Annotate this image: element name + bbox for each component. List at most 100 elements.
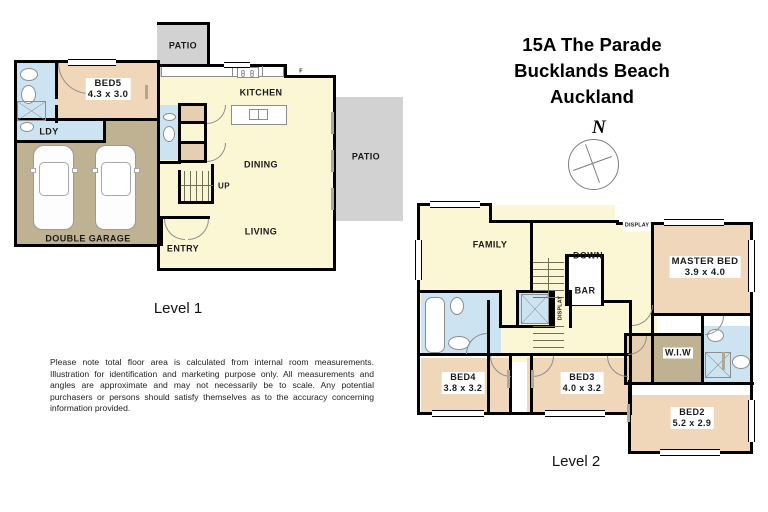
level1-patio-east-fill: [336, 97, 403, 221]
level1-slider-tick-1: [331, 112, 334, 134]
level1-wall-cab-bot: [178, 160, 207, 163]
level2-wall-wiw-east: [651, 333, 654, 385]
level2-wall-shower-east: [549, 290, 552, 327]
level2-wall-landing-west: [487, 300, 490, 415]
level1-bed5-window-tick-2: [145, 85, 148, 99]
level1-island-sink-divider: [258, 109, 259, 120]
level2-stairs-down-label: DOWN: [572, 250, 604, 261]
level2-bar-wall-east: [601, 254, 604, 306]
level1-stair-wall-west: [178, 170, 181, 204]
level2-room-label-bar: BAR: [572, 285, 598, 297]
level1-wall-garage-south: [14, 244, 160, 247]
level2-room-label-master: MASTER BED 3.9 x 4.0: [669, 256, 741, 278]
level1-wall-kitchen-north: [157, 64, 287, 67]
level1-stair-tread-3: [196, 171, 197, 201]
level2-stair-wall-west: [530, 222, 533, 292]
level1-bed5-name: BED5: [94, 78, 122, 89]
level1-room-label-kitchen: KITCHEN: [239, 87, 283, 98]
level2-wall-east: [750, 222, 753, 454]
level2-wall-ensuite-west: [701, 313, 704, 385]
level1-stair-direction-arrow: [181, 185, 213, 186]
level1-wall-cab-mid1: [178, 121, 207, 124]
car-icon-right: [92, 145, 140, 230]
level2-window-master-east: [748, 240, 755, 292]
level1-stair-wall-east: [211, 164, 214, 204]
level2-stair-direction-arrow: [548, 258, 549, 318]
level1-room-label-patio-east: PATIO: [351, 151, 381, 162]
level2-stair-tread-10: [533, 347, 564, 348]
level2-window-north: [430, 201, 480, 208]
compass-north-label: N: [592, 117, 606, 138]
level1-wall-bath-stub: [55, 96, 58, 99]
level2-ensuite-tick: [722, 352, 725, 370]
level2-bed4-dims: 3.8 x 3.2: [443, 383, 483, 393]
level2-bed2-wardrobe-tick: [627, 404, 630, 422]
level1-room-label-patio-north: PATIO: [168, 40, 198, 51]
level1-wall-living-west: [157, 245, 160, 271]
level2-wall-bath-east: [499, 290, 502, 328]
property-address-line2: Bucklands Beach: [514, 60, 670, 81]
level1-wall-cab-top: [178, 103, 207, 106]
level1-basin-icon: [20, 68, 38, 81]
car-icon-left: [30, 145, 78, 230]
level1-stairs-up-label: UP: [218, 181, 230, 191]
level2-wall-north-step: [489, 203, 492, 222]
level1-wall-ldy-south: [14, 140, 106, 143]
level1-shower-icon: [17, 101, 46, 121]
level1-stair-tread-5: [208, 171, 209, 201]
level2-wall-wiw-north: [624, 333, 704, 336]
level2-master-name: MASTER BED: [671, 256, 739, 267]
level2-bed3-dims: 4.0 x 3.2: [562, 383, 602, 393]
level2-title: Level 2: [551, 453, 601, 470]
level2-bed3-name: BED3: [569, 372, 595, 382]
level2-wall-west: [417, 203, 420, 415]
level1-wall-entry-north: [160, 216, 210, 219]
level1-window-north-2: [224, 62, 250, 68]
level2-wall-display-west: [552, 290, 555, 328]
level2-stair-tread-9: [533, 340, 564, 341]
level1-stair-wall-south: [178, 201, 214, 204]
level1-slider-tick-3: [331, 188, 334, 210]
level2-bar-wall-north: [565, 254, 604, 257]
level2-wall-shower-north: [516, 290, 552, 293]
level2-window-bed2-east: [748, 400, 755, 442]
level1-laundry-fill-top: [16, 120, 104, 142]
level1-wall-cab-mid2: [178, 141, 207, 144]
level2-bed2-dims: 5.2 x 2.9: [672, 418, 712, 428]
level2-shower-icon: [521, 294, 549, 324]
level2-bed4-name: BED4: [450, 372, 476, 382]
level2-wall-shower-south: [499, 325, 552, 328]
level1-wall-entry-west: [160, 216, 163, 246]
level2-bed2-name: BED2: [679, 407, 705, 417]
level1-room-label-ldy: LDY: [39, 126, 59, 137]
level1-room-label-dining: DINING: [244, 159, 278, 170]
level1-stair-tread-1: [184, 171, 185, 201]
level1-wall-south: [160, 268, 336, 271]
level2-wall-master-west: [651, 222, 654, 384]
level1-wall-west: [14, 60, 17, 247]
level1-bench-joint-1: [232, 66, 233, 77]
level2-display-label-top: DISPLAY: [622, 220, 652, 232]
level1-title: Level 1: [153, 300, 203, 317]
level2-bed3-wardrobe-tick: [531, 370, 534, 388]
level1-cooktop-icon: [237, 67, 259, 78]
property-address-line1: 15A The Parade: [522, 34, 662, 55]
level2-bar-fill: [568, 256, 602, 306]
level2-ensuite-basin-icon: [732, 355, 750, 369]
level1-wall-wc-east: [178, 103, 181, 163]
level2-ensuite-shower-icon: [705, 352, 731, 378]
level1-kitchen-bench: [161, 66, 284, 77]
level1-room-label-entry: ENTRY: [166, 243, 200, 254]
compass-icon: [568, 139, 619, 190]
level2-window-bed4-south: [432, 410, 484, 417]
level1-wall-north-east: [284, 75, 336, 78]
level2-wall-bath-north: [419, 290, 502, 293]
level1-patio-north-wall-east: [207, 22, 210, 65]
level1-room-label-bed5: BED5 4.3 x 3.0: [85, 78, 131, 100]
disclaimer-text: Please note total floor area is calculat…: [50, 357, 374, 414]
level1-wall-east: [333, 75, 336, 271]
level2-room-label-family: FAMILY: [472, 239, 508, 250]
level2-wall-display-east: [569, 290, 572, 328]
level1-wall-bath-east-upper: [55, 60, 58, 98]
